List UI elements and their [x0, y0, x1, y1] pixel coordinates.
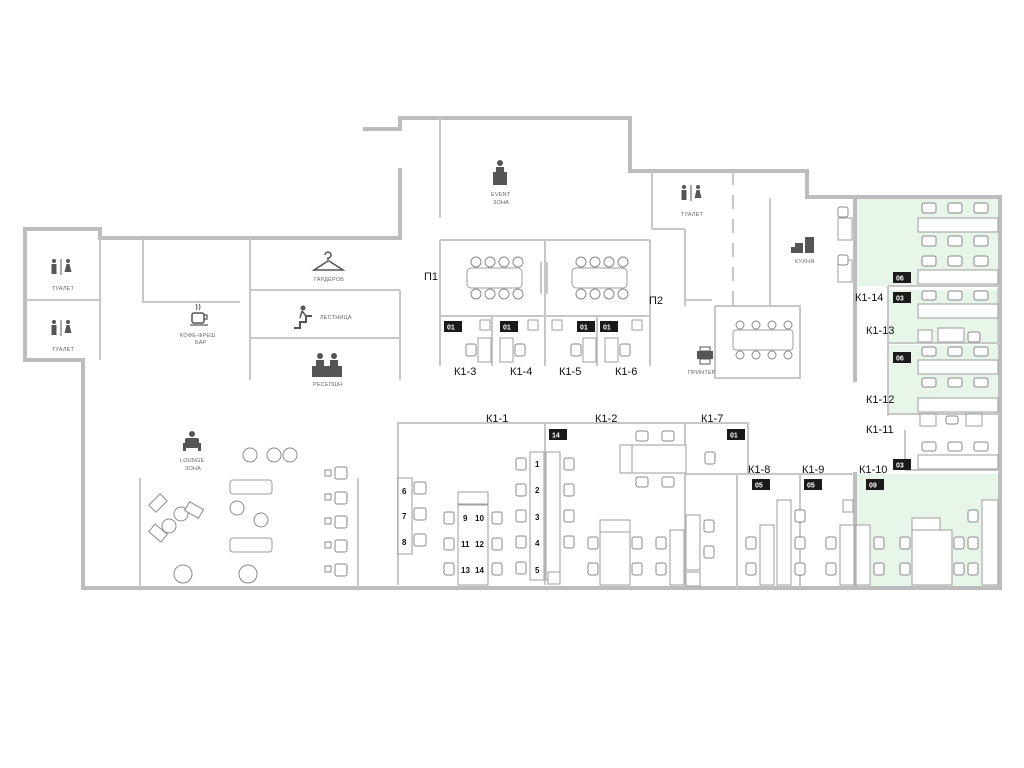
- seat-badge: [804, 479, 822, 490]
- room-label-k1-1[interactable]: К1-1: [486, 413, 508, 425]
- seat-badge: [444, 321, 462, 332]
- desk-number: 14: [475, 566, 484, 575]
- desk-number: 9: [463, 514, 468, 523]
- seat-badge: [893, 272, 911, 283]
- coffee-label: БАР: [195, 340, 207, 346]
- room-label-k1-14[interactable]: К1-14: [855, 292, 883, 304]
- desk-number: 1: [535, 460, 540, 469]
- hanger-icon: [311, 251, 346, 271]
- event-label: EVENT: [491, 192, 511, 198]
- room-label-k1-5[interactable]: К1-5: [559, 366, 581, 378]
- printer-label: ПРИНТЕР: [688, 370, 716, 376]
- desk-number: 5: [535, 566, 540, 575]
- desk-number: 11: [461, 540, 470, 549]
- toilet-icon: [51, 320, 72, 336]
- lounge-furniture: [147, 447, 348, 584]
- kitchen-icon: [791, 237, 814, 253]
- seat-badge-k1-13: 03: [896, 296, 904, 303]
- stairs-label: ЛЕСТНИЦА: [320, 315, 352, 321]
- room-label-k1-3[interactable]: К1-3: [454, 366, 476, 378]
- seat-badge-k1-5: 01: [580, 325, 588, 332]
- desk-number: 3: [535, 513, 540, 522]
- east-office-furniture: [745, 499, 999, 586]
- room-label-k1-2[interactable]: К1-2: [595, 413, 617, 425]
- desk-number: 8: [402, 538, 407, 547]
- seat-badge: [893, 352, 911, 363]
- desk-number-labels: 6 7 8 1 2 3 4 5 9 10 11 12 13 14: [397, 460, 540, 575]
- lounge-label: LOUNGE: [180, 458, 205, 464]
- room-labels: К1-1 К1-2 К1-3 К1-4 К1-5 К1-6 К1-7 К1-8 …: [424, 271, 894, 476]
- room-label-k1-12[interactable]: К1-12: [866, 394, 894, 406]
- walls: [23, 116, 1002, 590]
- room-label-k1-7[interactable]: К1-7: [701, 413, 723, 425]
- seat-badge-k1-12: 06: [896, 356, 904, 363]
- room-label-k1-10[interactable]: К1-10: [859, 464, 887, 476]
- seat-badge: [893, 459, 911, 470]
- seat-badge: [727, 429, 745, 440]
- seat-badge: [577, 321, 595, 332]
- toilet-label: ТУАЛЕТ: [681, 212, 704, 218]
- room-label-k1-11[interactable]: К1-11: [866, 424, 894, 436]
- desk-number: 7: [402, 512, 407, 521]
- coffee-cup-icon: [190, 303, 208, 326]
- seat-badge-k1-2: 14: [552, 433, 560, 440]
- reception-icon: [312, 353, 342, 377]
- room-label-k1-8[interactable]: К1-8: [748, 464, 770, 476]
- seat-badge: [600, 321, 618, 332]
- coffee-label: КОФЕ-ФРЕШ: [180, 333, 215, 339]
- seat-badge: [752, 479, 770, 490]
- meeting-tables: [466, 217, 853, 360]
- passage-label-p1: П1: [424, 271, 438, 283]
- small-office-furniture: [465, 319, 643, 363]
- room-label-k1-4[interactable]: К1-4: [510, 366, 532, 378]
- toilet-icon: [681, 185, 702, 201]
- desk-number: 13: [461, 566, 470, 575]
- amenities: ТУАЛЕТ ТУАЛЕТ ТУАЛЕТ ГАРДЕРОБ ЛЕСТНИЦА: [51, 160, 814, 472]
- seat-badge-k1-14: 06: [896, 276, 904, 283]
- seat-badge-k1-11: 03: [896, 463, 904, 470]
- toilet-label: ТУАЛЕТ: [52, 286, 75, 292]
- seat-badge-k1-4: 01: [503, 325, 511, 332]
- toilet-label: ТУАЛЕТ: [52, 347, 75, 353]
- room-label-k1-13[interactable]: К1-13: [866, 325, 894, 337]
- toilet-icon: [51, 259, 72, 275]
- lounge-label: ЗОНА: [185, 466, 201, 472]
- stairs-icon: [294, 305, 312, 329]
- seat-badge: [893, 292, 911, 303]
- printer-icon: [697, 346, 713, 365]
- desk-number: 10: [475, 514, 484, 523]
- reception-label: РЕСЕПШН: [313, 382, 342, 388]
- event-label: ЗОНА: [493, 200, 509, 206]
- kitchen-label: КУХНЯ: [795, 259, 814, 265]
- seat-badge: [549, 429, 567, 440]
- seat-badge-k1-3: 01: [447, 325, 455, 332]
- room-label-k1-6[interactable]: К1-6: [615, 366, 637, 378]
- right-column-furniture: [837, 202, 999, 470]
- desk-number: 6: [402, 487, 407, 496]
- seat-badge-k1-10: 09: [869, 483, 877, 490]
- k1-2-furniture: [587, 430, 716, 587]
- seat-badges: 06 03 06 03 09 14 01 05 05 01 01 01 01: [444, 272, 911, 490]
- seat-badge-k1-9: 05: [807, 483, 815, 490]
- seat-badge: [500, 321, 518, 332]
- speaker-podium-icon: [493, 160, 507, 185]
- armchair-icon: [183, 431, 201, 451]
- seat-badge: [866, 479, 884, 490]
- passage-label-p2: П2: [649, 295, 663, 307]
- cloakroom-label: ГАРДЕРОБ: [314, 277, 344, 283]
- desk-number: 12: [475, 540, 484, 549]
- desk-number: 2: [535, 486, 540, 495]
- seat-badge-k1-6: 01: [603, 325, 611, 332]
- seat-badge-k1-8: 05: [755, 483, 763, 490]
- room-label-k1-9[interactable]: К1-9: [802, 464, 824, 476]
- seat-badge-k1-7: 01: [730, 433, 738, 440]
- desk-number: 4: [535, 539, 540, 548]
- k1-1-furniture: [397, 451, 575, 586]
